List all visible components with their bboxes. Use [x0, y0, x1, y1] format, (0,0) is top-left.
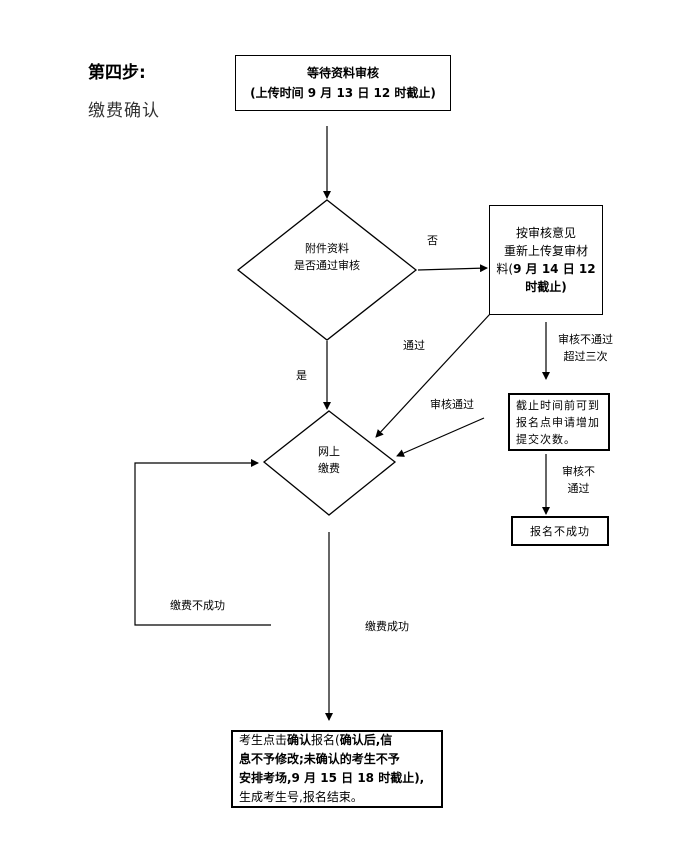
review-diamond-text: 附件资料 是否通过审核 — [294, 242, 360, 272]
wait-review-deadline: (上传时间 9 月 13 日 12 时截止) — [250, 86, 436, 100]
arrow-review-to-resubmit — [417, 264, 488, 273]
step-heading: 第四步: — [88, 63, 146, 83]
step-subtitle: 缴费确认 — [88, 101, 160, 121]
registration-failed-box: 报名不成功 — [511, 516, 609, 546]
pay-diamond-text: 网上 缴费 — [318, 445, 340, 475]
arrow-deadline-to-pay — [396, 417, 485, 457]
edge-label-review-pass: 审核通过 — [430, 398, 474, 411]
edge-label-no: 否 — [427, 234, 438, 247]
edge-label-fail-thrice: 审核不通过 超过三次 — [558, 333, 613, 363]
deadline-box: 截止时间前可到 报名点申请增加 提交次数。 — [508, 393, 610, 451]
edge-label-fail: 审核不 通过 — [562, 465, 595, 495]
edge-label-pay-fail: 缴费不成功 — [170, 599, 225, 612]
arrow-resubmit-to-pay — [375, 313, 491, 438]
review-diamond — [236, 199, 418, 341]
arrow-pay-fail-loop — [134, 459, 271, 626]
pay-diamond — [262, 410, 397, 516]
confirm-registration-box: 考生点击确认报名(确认后,信 息不予修改;未确认的考生不予 安排考场,9 月 1… — [231, 730, 443, 808]
wait-review-box: 等待资料审核 (上传时间 9 月 13 日 12 时截止) — [235, 55, 451, 111]
wait-review-title: 等待资料审核 — [306, 66, 379, 80]
edge-label-pass: 通过 — [403, 339, 425, 352]
resubmit-box: 按审核意见 重新上传复审材 料(9 月 14 日 12 时截止) — [489, 205, 603, 315]
edge-label-yes: 是 — [296, 369, 307, 382]
edge-label-pay-success: 缴费成功 — [365, 620, 409, 633]
